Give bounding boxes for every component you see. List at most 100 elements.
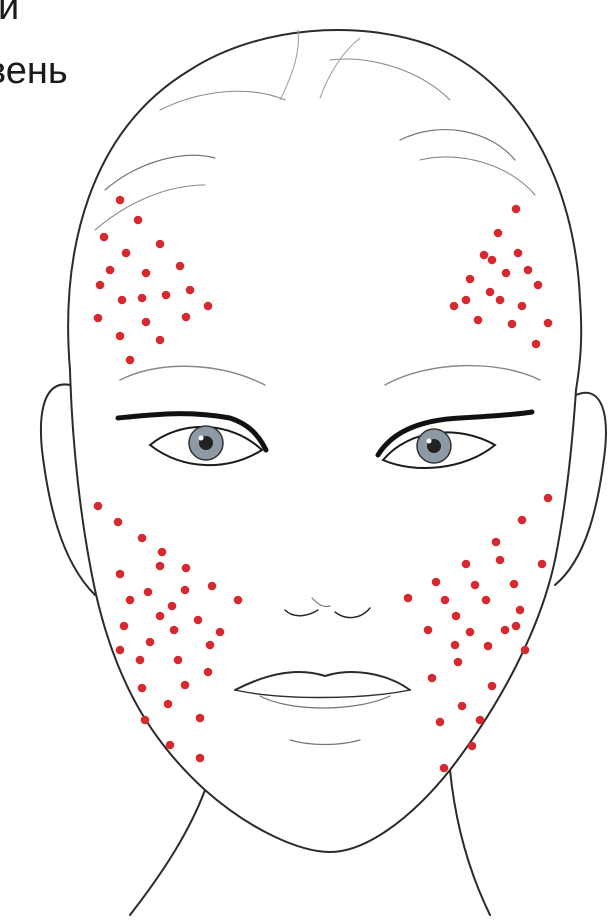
massage-dot bbox=[196, 754, 205, 763]
massage-dot bbox=[94, 502, 103, 511]
massage-dot bbox=[176, 262, 185, 271]
massage-dots bbox=[94, 196, 553, 773]
massage-dot bbox=[476, 716, 485, 725]
massage-dot bbox=[514, 249, 523, 258]
massage-dot bbox=[126, 356, 135, 365]
massage-dot bbox=[216, 628, 225, 637]
massage-dot bbox=[166, 741, 175, 750]
massage-dot bbox=[116, 570, 125, 579]
massage-dot bbox=[524, 266, 533, 275]
caption-line-1: и bbox=[0, 0, 68, 36]
massage-dot bbox=[450, 302, 459, 311]
massage-dot bbox=[404, 594, 413, 603]
massage-dot bbox=[156, 336, 165, 345]
massage-dot bbox=[452, 612, 461, 621]
massage-dot bbox=[496, 296, 505, 305]
massage-dot bbox=[142, 318, 151, 327]
massage-dot bbox=[432, 578, 441, 587]
dot-group-forehead-right bbox=[450, 205, 553, 349]
massage-dot bbox=[468, 742, 477, 751]
eye-right bbox=[378, 412, 532, 468]
massage-dot bbox=[510, 580, 519, 589]
massage-dot bbox=[521, 646, 530, 655]
massage-dot bbox=[204, 668, 213, 677]
massage-dot bbox=[158, 548, 167, 557]
massage-dot bbox=[116, 646, 125, 655]
massage-dot bbox=[544, 494, 553, 503]
massage-dot bbox=[466, 628, 475, 637]
massage-dot bbox=[428, 674, 437, 683]
massage-dot bbox=[512, 622, 521, 631]
massage-dot bbox=[96, 281, 105, 290]
dot-group-cheek-left bbox=[94, 502, 243, 763]
massage-dot bbox=[134, 216, 143, 225]
massage-dot bbox=[538, 560, 547, 569]
massage-dot bbox=[502, 269, 511, 278]
massage-dot bbox=[136, 656, 145, 665]
massage-dot bbox=[164, 700, 173, 709]
massage-dot bbox=[441, 596, 450, 605]
massage-dot bbox=[480, 251, 489, 260]
massage-dot bbox=[170, 626, 179, 635]
massage-dot bbox=[440, 764, 449, 773]
massage-dot bbox=[186, 286, 195, 295]
massage-dot bbox=[168, 602, 177, 611]
massage-dot bbox=[518, 302, 527, 311]
massage-dot bbox=[181, 681, 190, 690]
massage-dot bbox=[496, 556, 505, 565]
massage-dot bbox=[508, 320, 517, 329]
massage-dot bbox=[100, 233, 109, 242]
massage-dot bbox=[204, 302, 213, 311]
massage-dot bbox=[501, 626, 510, 635]
massage-dot bbox=[482, 596, 491, 605]
massage-dot bbox=[174, 656, 183, 665]
massage-dot bbox=[196, 714, 205, 723]
massage-dot bbox=[156, 240, 165, 249]
massage-dot bbox=[116, 332, 125, 341]
massage-dot bbox=[144, 588, 153, 597]
massage-dot bbox=[118, 296, 127, 305]
massage-dot bbox=[181, 586, 190, 595]
massage-dot bbox=[486, 288, 495, 297]
massage-dot bbox=[162, 291, 171, 300]
massage-dot bbox=[114, 518, 123, 527]
massage-dot bbox=[534, 281, 543, 290]
massage-dot bbox=[106, 266, 115, 275]
massage-dot bbox=[484, 642, 493, 651]
massage-dot bbox=[142, 269, 151, 278]
massage-dot bbox=[146, 638, 155, 647]
massage-dot bbox=[206, 641, 215, 650]
massage-dot bbox=[116, 196, 125, 205]
face-outline bbox=[41, 30, 606, 915]
dot-group-forehead-left bbox=[94, 196, 213, 365]
massage-dot bbox=[462, 560, 471, 569]
massage-dot bbox=[494, 229, 503, 238]
massage-dot bbox=[474, 316, 483, 325]
massage-dot bbox=[458, 702, 467, 711]
massage-dot bbox=[544, 319, 553, 328]
massage-dot bbox=[120, 622, 129, 631]
massage-dot bbox=[138, 684, 147, 693]
massage-dot bbox=[518, 516, 527, 525]
caption-text: и вень bbox=[0, 0, 68, 100]
massage-dot bbox=[492, 538, 501, 547]
massage-dot bbox=[451, 641, 460, 650]
massage-dot bbox=[194, 616, 203, 625]
massage-dot bbox=[466, 275, 475, 284]
massage-dot bbox=[94, 314, 103, 323]
massage-dot bbox=[234, 596, 243, 605]
massage-dot bbox=[126, 596, 135, 605]
massage-dot bbox=[182, 564, 191, 573]
massage-dot bbox=[182, 313, 191, 322]
massage-dot bbox=[208, 582, 217, 591]
massage-dot bbox=[516, 606, 525, 615]
massage-dot bbox=[138, 534, 147, 543]
massage-dot bbox=[436, 718, 445, 727]
caption-line-2: вень bbox=[0, 42, 68, 100]
massage-dot bbox=[156, 612, 165, 621]
massage-dot bbox=[462, 296, 471, 305]
massage-dot bbox=[512, 205, 521, 214]
massage-dot bbox=[471, 581, 480, 590]
massage-dot bbox=[488, 256, 497, 265]
